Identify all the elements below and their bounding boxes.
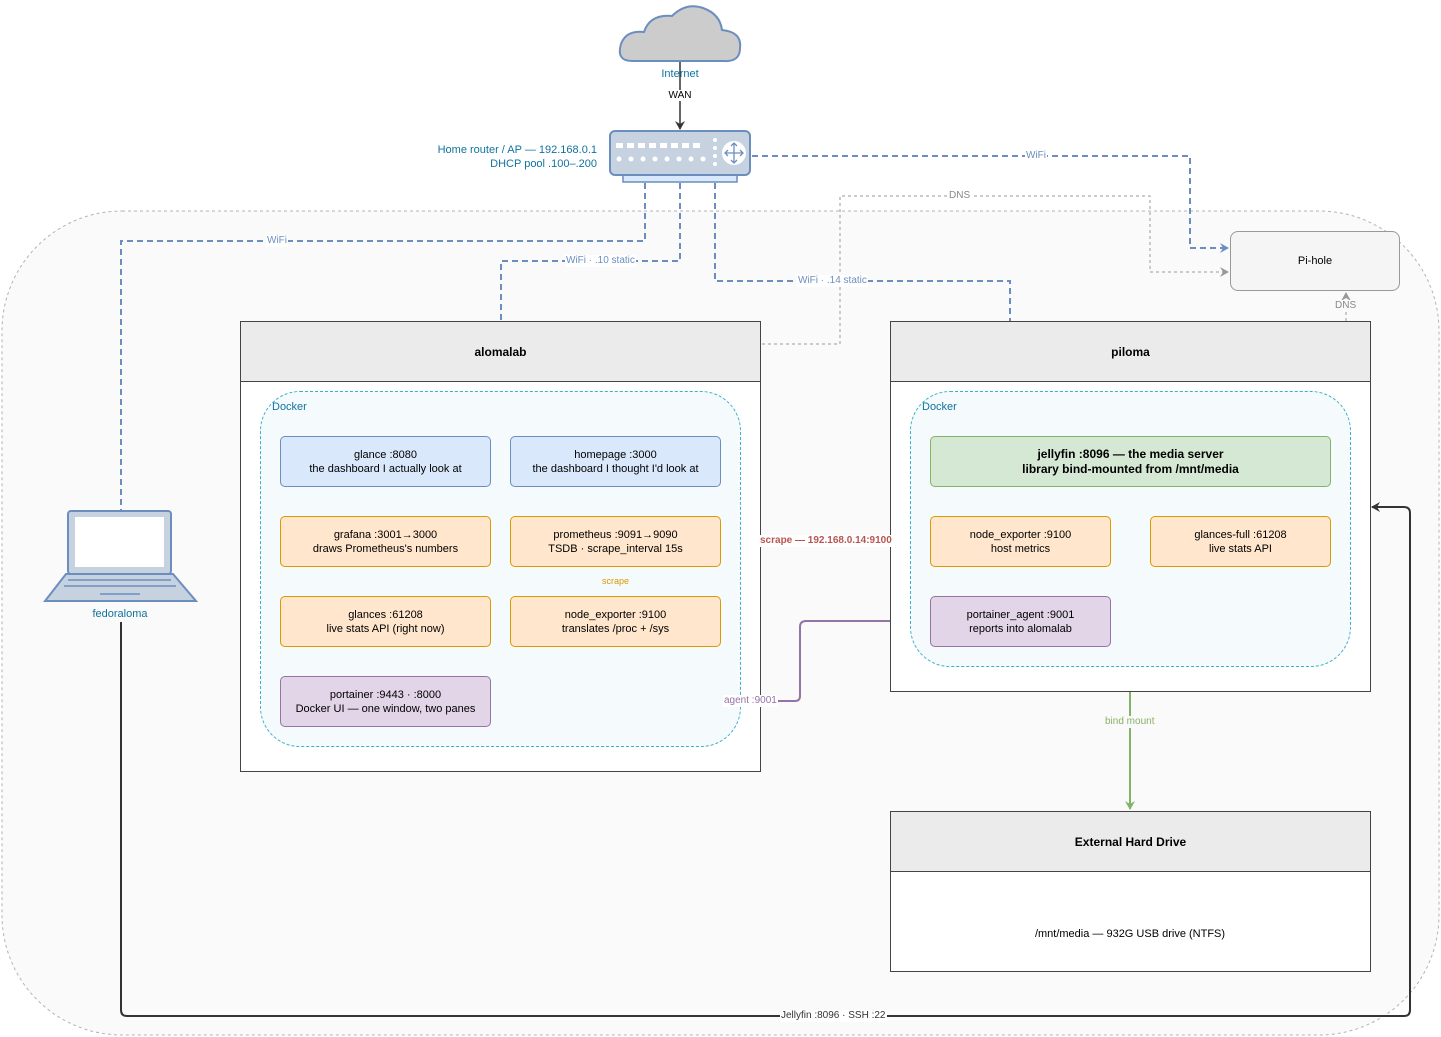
- scrape-local-label: scrape: [601, 575, 631, 587]
- ssh-label: Jellyfin :8096 · SSH :22: [780, 1010, 887, 1022]
- router-icon: [609, 130, 751, 183]
- wifi-piloma-label: WiFi · .14 static: [797, 275, 868, 287]
- service-glances[interactable]: glances :61208 live stats API (right now…: [280, 596, 491, 647]
- host-alomalab-header: alomalab: [241, 322, 760, 382]
- ssh-edge: [120, 502, 1411, 1017]
- service-prometheus[interactable]: prometheus :9091→9090 TSDB · scrape_inte…: [510, 516, 721, 567]
- service-portainer-agent-name: portainer_agent :9001: [966, 608, 1075, 621]
- service-grafana-desc: draws Prometheus's numbers: [312, 542, 459, 555]
- service-homepage-desc: the dashboard I thought I'd look at: [532, 462, 699, 475]
- service-prometheus-desc: TSDB · scrape_interval 15s: [548, 542, 683, 555]
- service-glances-full[interactable]: glances-full :61208 live stats API: [1150, 516, 1331, 567]
- service-glance-desc: the dashboard I actually look at: [309, 462, 462, 475]
- host-external-drive-header: External Hard Drive: [891, 812, 1370, 872]
- wifi-pihole-edge: [752, 155, 1229, 253]
- service-homepage[interactable]: homepage :3000 the dashboard I thought I…: [510, 436, 721, 487]
- host-external-drive-title: External Hard Drive: [1074, 834, 1187, 849]
- service-node-exporter-piloma-desc: host metrics: [990, 542, 1051, 555]
- service-portainer-desc: Docker UI — one window, two panes: [295, 702, 476, 715]
- cloud-icon: [618, 5, 742, 63]
- pihole-box[interactable]: Pi-hole: [1230, 231, 1400, 291]
- scrape-remote-label: scrape — 192.168.0.14:9100: [759, 535, 893, 547]
- service-node-exporter-alomalab-desc: translates /proc + /sys: [561, 622, 670, 635]
- wifi-laptop-label: WiFi: [266, 235, 288, 247]
- service-portainer-agent-desc: reports into alomalab: [969, 622, 1072, 635]
- service-glance-name: glance :8080: [354, 448, 417, 461]
- wifi-laptop-edge: [120, 183, 646, 510]
- service-portainer-agent[interactable]: portainer_agent :9001 reports into aloma…: [930, 596, 1111, 647]
- router-label-line2: DHCP pool .100–.200: [490, 158, 597, 170]
- docker-piloma-label: Docker: [922, 401, 957, 413]
- docker-alomalab-label: Docker: [272, 401, 307, 413]
- service-jellyfin-desc: library bind-mounted from /mnt/media: [1022, 461, 1239, 476]
- dns-top-label: DNS: [948, 190, 972, 202]
- host-piloma-title: piloma: [1111, 344, 1150, 359]
- host-piloma-header: piloma: [891, 322, 1370, 382]
- agent-label: agent :9001: [723, 695, 778, 707]
- service-jellyfin-name: jellyfin :8096 — the media server: [1037, 446, 1224, 461]
- wifi-alomalab-label: WiFi · .10 static: [565, 255, 636, 267]
- service-prometheus-name: prometheus :9091→9090: [553, 528, 678, 541]
- wan-label: WAN: [660, 90, 700, 101]
- service-node-exporter-alomalab-name: node_exporter :9100: [564, 608, 667, 621]
- service-glances-full-name: glances-full :61208: [1194, 528, 1287, 541]
- pihole-label: Pi-hole: [1297, 255, 1333, 267]
- internet-label: Internet: [661, 68, 699, 80]
- laptop-label: fedoraloma: [92, 608, 148, 620]
- dns-alomalab-edge: [762, 195, 1229, 345]
- service-glances-desc: live stats API (right now): [326, 622, 445, 635]
- wifi-pihole-label: WiFi: [1025, 150, 1047, 162]
- host-external-drive: External Hard Drive: [890, 811, 1371, 972]
- service-glances-name: glances :61208: [348, 608, 423, 621]
- service-jellyfin[interactable]: jellyfin :8096 — the media server librar…: [930, 436, 1331, 487]
- router-label: Home router / AP — 192.168.0.1 DHCP pool…: [400, 143, 597, 171]
- service-homepage-name: homepage :3000: [574, 448, 657, 461]
- bind-mount-label: bind mount: [1104, 716, 1156, 728]
- service-node-exporter-piloma-name: node_exporter :9100: [969, 528, 1072, 541]
- disk-volume-label: /mnt/media — 932G USB drive (NTFS): [1034, 928, 1226, 940]
- router-label-line1: Home router / AP — 192.168.0.1: [437, 144, 597, 156]
- service-node-exporter-alomalab[interactable]: node_exporter :9100 translates /proc + /…: [510, 596, 721, 647]
- service-node-exporter-piloma[interactable]: node_exporter :9100 host metrics: [930, 516, 1111, 567]
- service-grafana-name: grafana :3001→3000: [333, 528, 438, 541]
- service-portainer-name: portainer :9443 · :8000: [329, 688, 442, 701]
- service-glance[interactable]: glance :8080 the dashboard I actually lo…: [280, 436, 491, 487]
- service-grafana[interactable]: grafana :3001→3000 draws Prometheus's nu…: [280, 516, 491, 567]
- laptop-icon: [42, 510, 199, 602]
- service-glances-full-desc: live stats API: [1209, 542, 1272, 555]
- service-portainer[interactable]: portainer :9443 · :8000 Docker UI — one …: [280, 676, 491, 727]
- host-alomalab-title: alomalab: [474, 344, 527, 359]
- dns-pihole-label: DNS: [1334, 300, 1358, 312]
- agent-edge: [491, 616, 929, 702]
